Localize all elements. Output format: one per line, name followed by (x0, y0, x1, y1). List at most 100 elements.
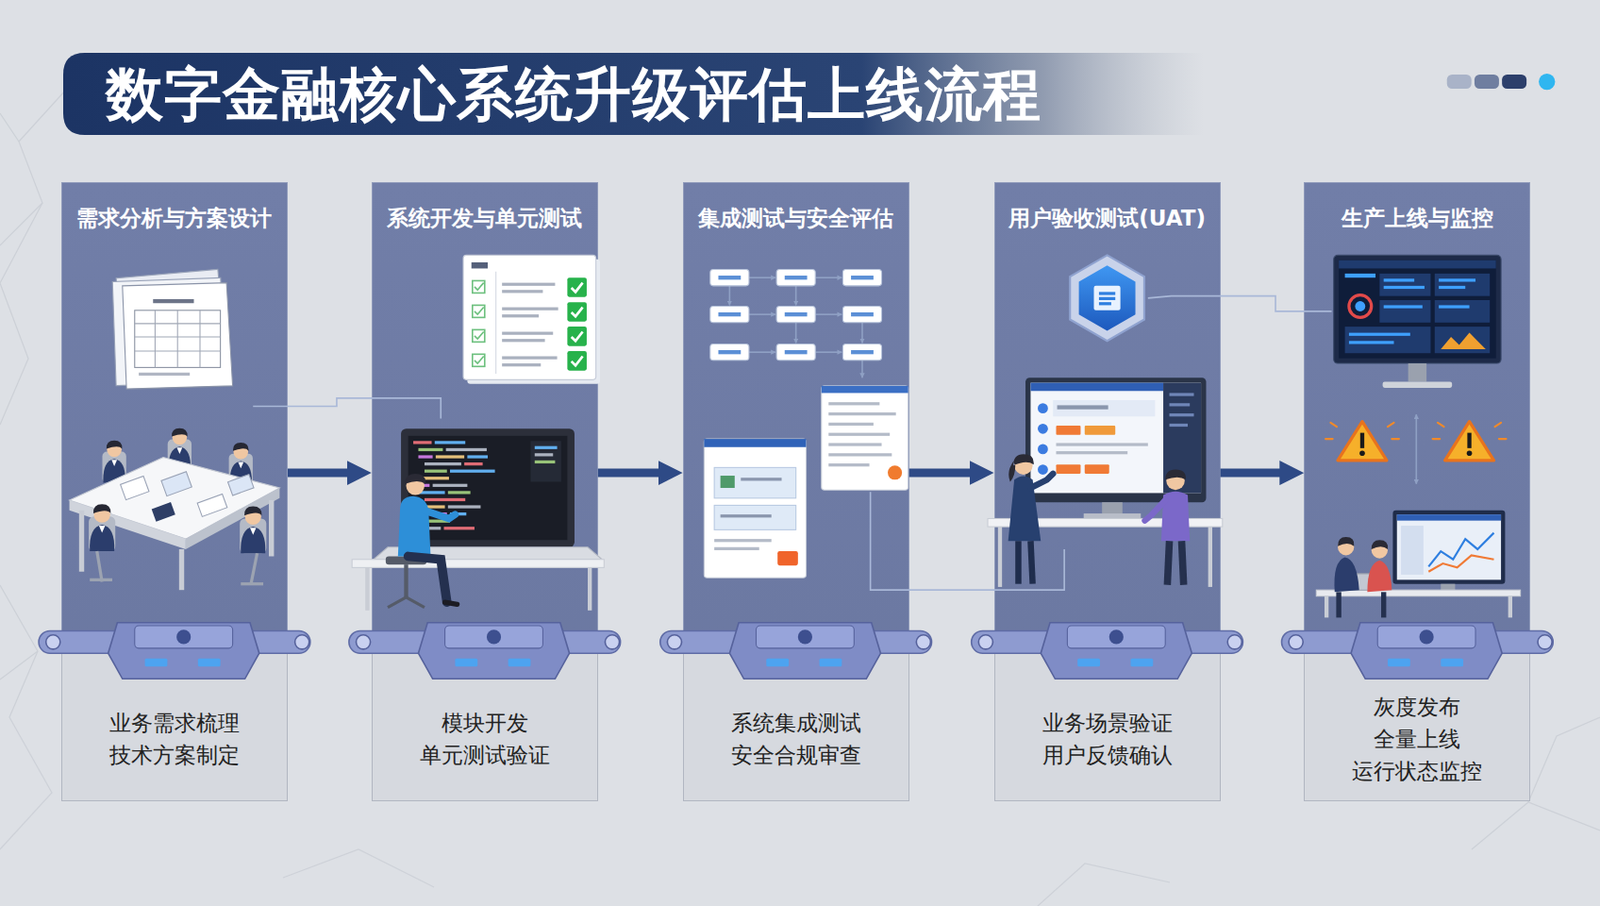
laptop-with-code (413, 519, 450, 523)
laptop-with-code (446, 448, 487, 451)
document-stack (122, 283, 234, 389)
alert-signals (1387, 422, 1394, 427)
uat-monitor (1037, 402, 1049, 414)
step-summary: 模块开发 单元测试验证 (385, 706, 584, 771)
meeting-illustration (88, 503, 116, 551)
document-stack (199, 310, 200, 368)
laptop-with-code (424, 469, 448, 473)
uat-monitor (1055, 425, 1081, 435)
monitoring-desk (1316, 510, 1520, 618)
monitoring-desk (1428, 533, 1494, 567)
background-texture (1471, 801, 1600, 850)
tester-man (1166, 540, 1169, 585)
checklist-document (466, 259, 600, 384)
uat-monitor (1030, 383, 1164, 392)
dashboard-monitor (1383, 285, 1425, 289)
dashboard-monitor (1438, 285, 1466, 289)
stage-heading: 系统开发与单元测试 (372, 203, 598, 233)
checklist-document (571, 355, 584, 366)
stage-panel: 集成测试与安全评估系统集成测试 安全合规审查 (683, 182, 910, 802)
checklist-document (474, 283, 484, 291)
report-card (828, 433, 890, 436)
tester-woman (1008, 453, 1054, 584)
checklist-document (566, 277, 587, 298)
shield-hexagon (1099, 297, 1116, 300)
laptop-with-code (424, 498, 466, 501)
checklist-document (571, 332, 584, 342)
flowchart-illustration (717, 350, 741, 354)
test-panel-card (720, 514, 772, 517)
test-panel-card (740, 477, 782, 481)
checklist-document (474, 355, 484, 364)
background-texture (0, 584, 52, 850)
step-summary: 系统集成测试 安全合规审查 (697, 706, 896, 771)
progress-dots (1447, 74, 1472, 89)
illustrations (38, 73, 1555, 679)
laptop-with-code (424, 504, 446, 508)
alert-signals (1437, 422, 1444, 427)
tester-man (1165, 469, 1186, 481)
alert-signals (1466, 433, 1471, 449)
document-stack (138, 372, 190, 376)
alert-signals (1359, 450, 1366, 456)
monitoring-desk (1400, 525, 1424, 575)
monitoring-desk (1324, 596, 1329, 618)
document-stack (134, 322, 221, 324)
meeting-illustration (185, 487, 281, 550)
uat-monitor (1169, 413, 1195, 417)
leader-wire (1148, 296, 1333, 312)
checklist-document (471, 262, 488, 268)
monitoring-desk (1349, 573, 1384, 590)
dashboard-monitor (1354, 300, 1366, 312)
flowchart-illustration (710, 269, 883, 379)
flowchart-illustration (749, 276, 776, 279)
laptop-with-code (417, 476, 449, 480)
step-summary-box: 模块开发 单元测试验证 (371, 652, 599, 801)
flowchart-illustration (710, 305, 750, 322)
tester-man (1161, 491, 1190, 541)
uat-monitor (1169, 392, 1195, 396)
meeting-illustration (240, 582, 264, 585)
checklist-document (474, 307, 484, 316)
flowchart-illustration (784, 312, 808, 317)
checklist-document (571, 307, 584, 317)
laptop-with-code (413, 483, 430, 487)
uat-monitor (1084, 464, 1110, 474)
stage-panel: 用户验收测试(UAT)业务场景验证 用户反馈确认 (994, 182, 1221, 802)
monitoring-desk (1440, 583, 1455, 590)
report-card (821, 385, 909, 490)
flowchart-illustration (784, 275, 808, 280)
developer-person (385, 555, 427, 565)
laptop-with-code (534, 446, 558, 450)
alert-signals (1415, 414, 1417, 484)
monitoring-desk (1337, 538, 1354, 555)
background-texture (0, 113, 19, 142)
progress-dots (1538, 73, 1555, 90)
stage-panel: 需求分析与方案设计业务需求梳理 技术方案制定 (61, 182, 288, 802)
step-summary: 灰度发布 全量上线 运行状态监控 (1346, 690, 1488, 787)
laptop-with-code (450, 512, 467, 516)
test-panel-card (777, 550, 799, 566)
checklist-document (501, 283, 558, 367)
monitoring-desk (1337, 536, 1354, 547)
meeting-illustration (250, 552, 257, 584)
flowchart-illustration (717, 312, 741, 317)
checklist-document (501, 307, 558, 311)
uat-monitor (1083, 513, 1142, 518)
alert-signals (1360, 433, 1365, 449)
uat-monitor (1055, 450, 1128, 454)
dashboard-monitor (1383, 304, 1423, 308)
background-texture (1037, 863, 1170, 906)
alert-signals (1466, 450, 1473, 456)
flowchart-illustration (710, 344, 750, 361)
laptop-with-code (466, 454, 488, 458)
laptop-with-code (448, 490, 471, 494)
flowchart-illustration (729, 277, 863, 378)
uat-monitor (1055, 464, 1081, 474)
alert-signals (1325, 414, 1506, 484)
document-stack (112, 277, 224, 385)
flowchart-illustration (842, 269, 882, 286)
laptop-with-code (400, 428, 575, 547)
uat-monitor (1169, 423, 1188, 427)
background-texture (283, 849, 434, 887)
